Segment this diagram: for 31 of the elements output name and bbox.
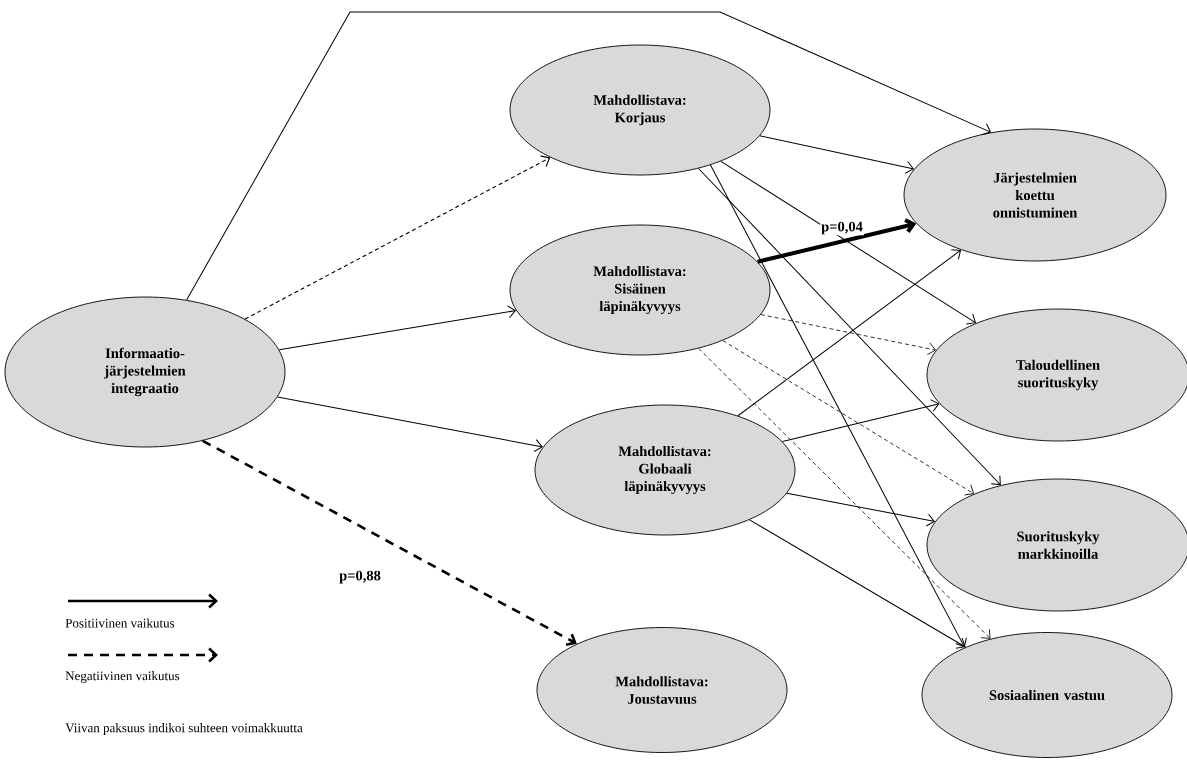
arrow <box>786 492 935 527</box>
edge-label: p=0,04 <box>820 220 864 236</box>
ellipse-node: Taloudellinen suorituskyky <box>926 308 1187 442</box>
ellipse-node: Suorituskyky markkinoilla <box>926 478 1187 612</box>
ellipse-node: Informaatio-järjestelmien integraatio <box>4 296 286 448</box>
arrow <box>244 155 551 320</box>
arrow <box>698 348 991 639</box>
arrow <box>277 396 543 452</box>
arrow <box>722 340 974 496</box>
arrow <box>760 314 936 355</box>
ellipse-node: Sosiaalinen vastuu <box>921 632 1173 758</box>
arrow <box>749 519 966 649</box>
ellipse-node: Järjestelmien koettu onnistuminen <box>903 128 1167 262</box>
ellipse-node: Mahdollistava: Joustavuus <box>536 627 788 753</box>
arrow <box>782 399 940 443</box>
arrow <box>759 135 914 174</box>
arrow <box>757 218 917 264</box>
ellipse-node: Mahdollistava: Globaali läpinäkyvyys <box>534 404 796 536</box>
ellipse-node: Mahdollistava: Korjaus <box>509 44 771 176</box>
arrow <box>202 439 577 647</box>
legend-label: Positiivinen vaikutus <box>65 618 175 628</box>
legend-label: Negatiivinen vaikutus <box>65 671 180 683</box>
arrow <box>710 164 967 648</box>
note: Viivan paksuus indikoi suhteen voimakkuutta <box>65 723 303 735</box>
arrow <box>720 160 976 325</box>
arrow <box>278 305 516 351</box>
arrow <box>737 249 961 417</box>
ellipse-node: Mahdollistava: Sisäinen läpinäkyvyys <box>509 224 771 356</box>
arrow <box>698 168 1001 486</box>
arrow <box>186 11 991 301</box>
edge-label: p=0,88 <box>338 569 382 585</box>
